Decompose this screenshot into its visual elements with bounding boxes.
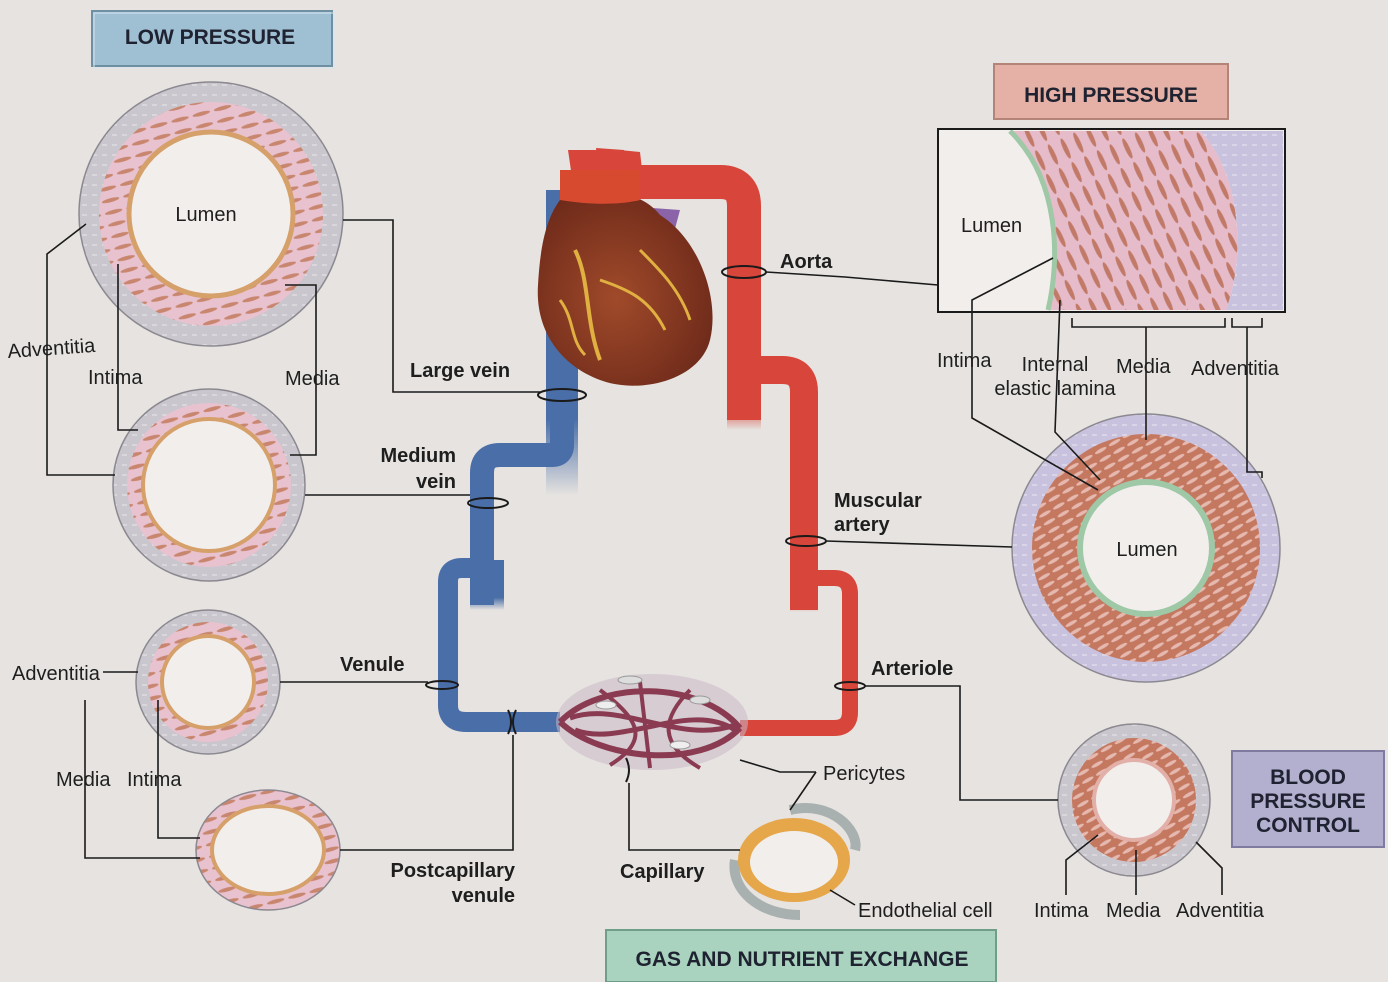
blood-pressure-control-box: BLOOD PRESSURE CONTROL [1232,751,1384,847]
medium-vein-cross-section [113,389,305,581]
bp-control-line3: CONTROL [1256,814,1360,837]
low-pressure-box: LOW PRESSURE [92,11,334,68]
large-vein-media-label: Media [285,368,340,390]
aorta-internal-elastic-label-line2: elastic lamina [994,378,1116,400]
large-vein-label: Large vein [410,360,510,382]
postcapillary-venule-label-line2: venule [452,885,515,907]
aorta-intima-label: Intima [937,350,992,372]
large-vein-lumen-label: Lumen [175,204,236,226]
aorta-lumen-label: Lumen [961,215,1022,237]
muscular-artery-lumen-label: Lumen [1116,539,1177,561]
aorta-label: Aorta [780,251,833,273]
medium-vein-label-line1: Medium [380,445,456,467]
low-pressure-title: LOW PRESSURE [125,26,295,49]
capillary-bed [556,674,748,770]
aorta-internal-elastic-label-line1: Internal [1022,354,1089,376]
endothelial-cell-label: Endothelial cell [858,900,993,922]
capillary-label: Capillary [620,861,705,883]
arteriole-adventitia-label: Adventitia [1176,900,1265,922]
bp-control-line2: PRESSURE [1250,790,1366,813]
large-vein-intima-label: Intima [88,367,143,389]
large-vein-adventitia-label: Adventitia [7,335,97,363]
capillary-cross-section [734,808,855,915]
bp-control-line1: BLOOD [1270,766,1346,789]
venule-adventitia-label: Adventitia [12,663,101,685]
arteriole-media-label: Media [1106,900,1161,922]
high-pressure-box: HIGH PRESSURE [994,64,1228,119]
venule-media-label: Media [56,769,111,791]
pericytes-label: Pericytes [823,763,905,785]
muscular-artery-label-line1: Muscular [834,490,922,512]
medium-vein-label-line2: vein [416,471,456,493]
aorta-adventitia-label: Adventitia [1191,358,1280,380]
gas-exchange-box: GAS AND NUTRIENT EXCHANGE [606,930,996,982]
postcapillary-venule-label-line1: Postcapillary [390,860,515,882]
arteriole-cross-section [1058,724,1210,876]
venule-label: Venule [340,654,404,676]
gas-exchange-title: GAS AND NUTRIENT EXCHANGE [636,948,969,971]
arteriole-intima-label: Intima [1034,900,1089,922]
muscular-artery-label-line2: artery [834,514,890,536]
arteriole-label: Arteriole [871,658,953,680]
aorta-media-label: Media [1116,356,1171,378]
venule-intima-label: Intima [127,769,182,791]
postcapillary-venule-cross-section [196,790,340,910]
high-pressure-title: HIGH PRESSURE [1024,84,1198,107]
